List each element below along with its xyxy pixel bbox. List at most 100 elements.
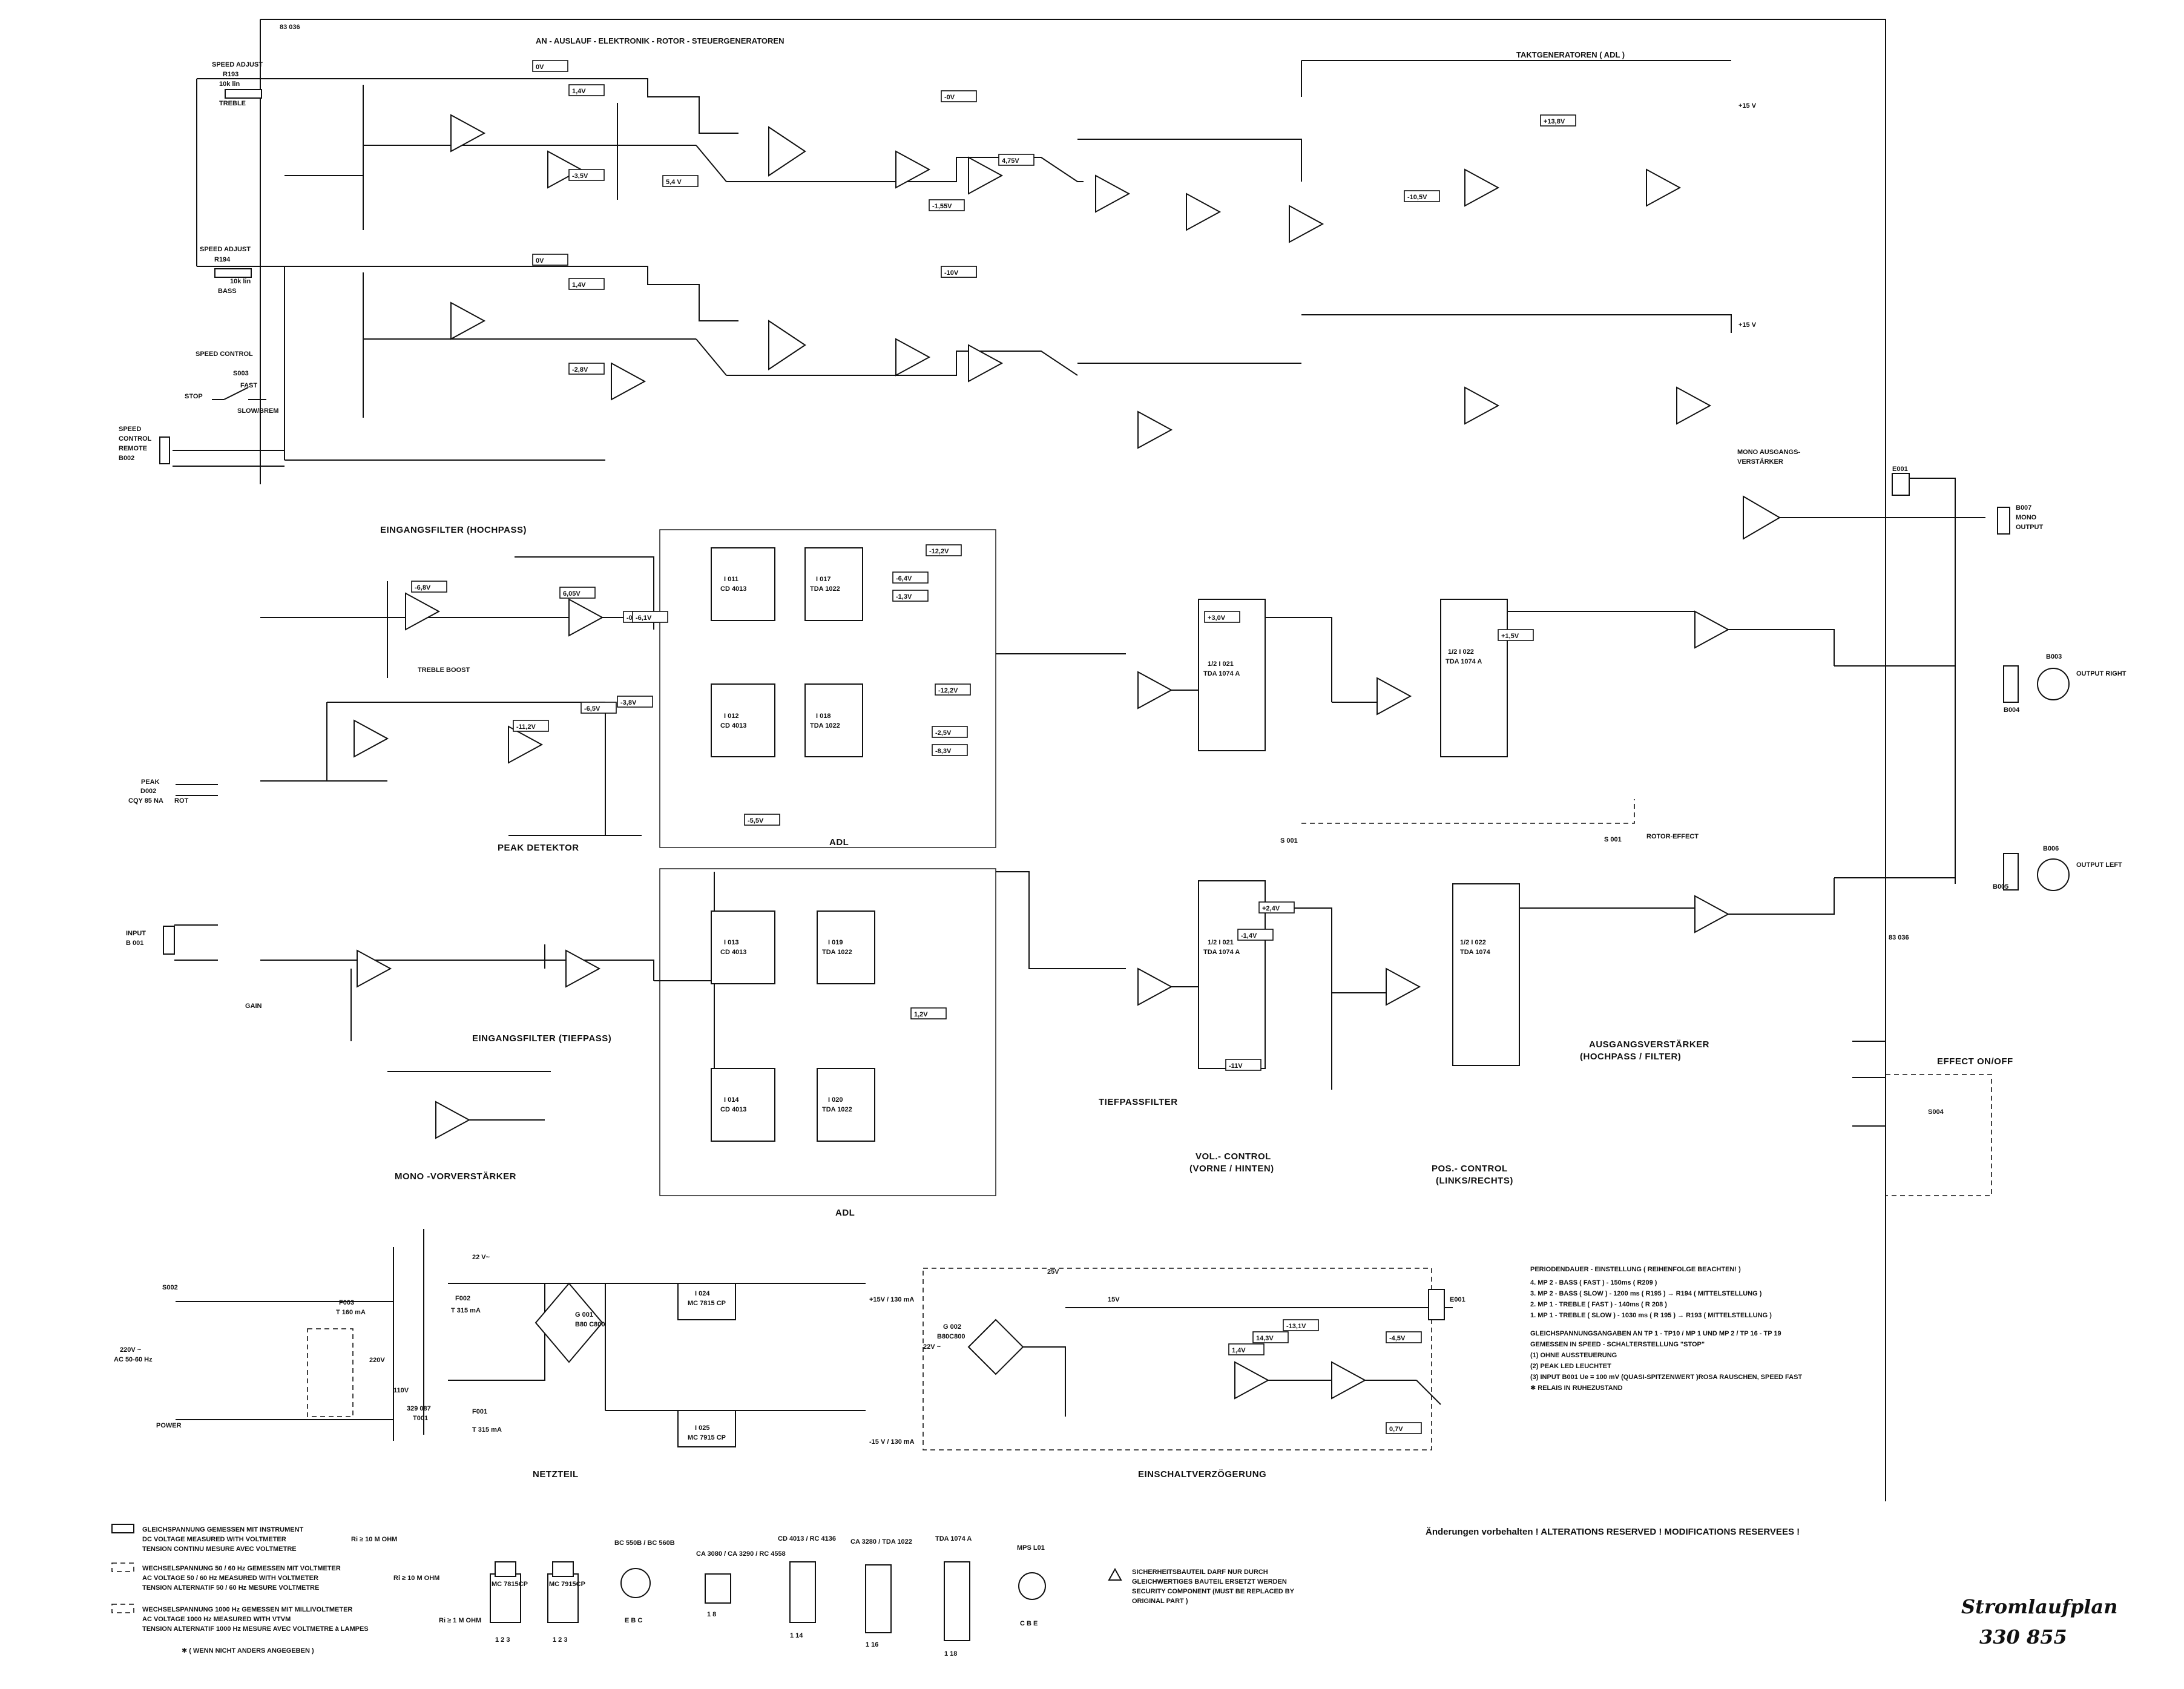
opamp-i016b bbox=[611, 362, 646, 401]
voltage-value: -10V bbox=[944, 269, 959, 277]
svg-text:NETZTEIL: NETZTEIL bbox=[533, 1469, 579, 1480]
voltage-value: -6,4V bbox=[896, 575, 912, 582]
svg-text:T001: T001 bbox=[413, 1415, 428, 1422]
svg-text:I 012: I 012 bbox=[724, 713, 738, 720]
gain-label: GAIN bbox=[245, 1003, 262, 1010]
svg-text:1/2 I 021: 1/2 I 021 bbox=[1208, 660, 1234, 668]
opamp-i023a bbox=[547, 150, 583, 189]
svg-text:CQY 85 NA: CQY 85 NA bbox=[128, 797, 163, 805]
einschaltverzoegerung: G 002 B80C800 22V ~ 25V 15V E001 EINSCHA… bbox=[923, 1268, 1465, 1480]
svg-text:1 2 3: 1 2 3 bbox=[553, 1636, 567, 1644]
voltage-value: -2,8V bbox=[572, 366, 588, 374]
voltage-box bbox=[929, 199, 965, 211]
voltage-value: -12,2V bbox=[938, 687, 958, 694]
svg-text:PEAK: PEAK bbox=[141, 779, 160, 786]
voltage-value: 4,75V bbox=[1002, 157, 1019, 165]
svg-text:D002: D002 bbox=[140, 788, 156, 795]
voltage-value: 0V bbox=[536, 257, 544, 265]
footer-title: Stromlaufplan bbox=[1961, 1595, 2117, 1618]
voltage-value: 0,7V bbox=[1389, 1426, 1403, 1433]
svg-text:S 001: S 001 bbox=[1280, 837, 1298, 844]
svg-text:TENSION CONTINU MESURE AVEC VO: TENSION CONTINU MESURE AVEC VOLTMETRE bbox=[142, 1546, 297, 1553]
svg-text:TIEFPASSFILTER: TIEFPASSFILTER bbox=[1099, 1097, 1178, 1107]
svg-text:I 025: I 025 bbox=[695, 1424, 709, 1432]
svg-text:ORIGINAL PART ): ORIGINAL PART ) bbox=[1132, 1598, 1188, 1605]
svg-text:CD 4013: CD 4013 bbox=[720, 949, 746, 956]
svg-text:B80C800: B80C800 bbox=[937, 1333, 965, 1340]
svg-text:I 011: I 011 bbox=[724, 576, 738, 583]
opamp-i012t bbox=[1137, 410, 1173, 449]
svg-text:1 18: 1 18 bbox=[944, 1650, 957, 1658]
voltage-box bbox=[662, 175, 699, 187]
svg-text:DC VOLTAGE MEASURED WITH VOLTM: DC VOLTAGE MEASURED WITH VOLTMETER bbox=[142, 1536, 286, 1543]
sheet-ref-top: 83 036 bbox=[280, 24, 300, 31]
voltage-box bbox=[1283, 1319, 1319, 1331]
svg-text:(HOCHPASS / FILTER): (HOCHPASS / FILTER) bbox=[1580, 1052, 1681, 1062]
voltage-box bbox=[892, 571, 929, 584]
svg-text:ROT: ROT bbox=[174, 797, 189, 805]
svg-text:S 001: S 001 bbox=[1604, 836, 1622, 843]
voltage-value: -4,5V bbox=[1389, 1335, 1406, 1342]
opamp-i006 bbox=[1095, 174, 1131, 213]
voltage-value: -11V bbox=[1229, 1062, 1243, 1070]
voltage-value: -1,4V bbox=[1241, 932, 1257, 940]
svg-text:TDA 1074: TDA 1074 bbox=[1460, 949, 1491, 956]
svg-text:15V: 15V bbox=[1108, 1296, 1120, 1303]
svg-text:TDA 1022: TDA 1022 bbox=[810, 722, 840, 729]
svg-text:CA 3280 / TDA 1022: CA 3280 / TDA 1022 bbox=[850, 1538, 912, 1546]
opamp-i019b bbox=[968, 344, 1004, 383]
svg-text:CA 3080 / CA 3290 / RC 4558: CA 3080 / CA 3290 / RC 4558 bbox=[696, 1550, 786, 1558]
voltage-box bbox=[1404, 190, 1440, 202]
svg-text:I 017: I 017 bbox=[816, 576, 831, 583]
svg-text:22 V~: 22 V~ bbox=[472, 1254, 490, 1261]
opamp-i018b bbox=[895, 338, 931, 377]
speed-control-switch: SPEED CONTROL S003 FAST STOP SLOW/BREM bbox=[185, 351, 278, 415]
svg-text:TDA 1074 A: TDA 1074 A bbox=[1203, 949, 1240, 956]
svg-text:(3) INPUT B001 Ue = 100 mV (QU: (3) INPUT B001 Ue = 100 mV (QUASI-SPITZE… bbox=[1530, 1374, 1802, 1381]
svg-text:GLEICHWERTIGES BAUTEIL ERSETZT: GLEICHWERTIGES BAUTEIL ERSETZT WERDEN bbox=[1132, 1578, 1287, 1585]
eingangsfilter-tiefpass: EINGANGSFILTER (TIEFPASS) bbox=[260, 872, 715, 1138]
svg-text:G 002: G 002 bbox=[943, 1323, 961, 1331]
svg-text:✱ RELAIS IN RUHEZUSTAND: ✱ RELAIS IN RUHEZUSTAND bbox=[1530, 1384, 1623, 1392]
svg-text:B 001: B 001 bbox=[126, 940, 143, 947]
voltage-value: -6,5V bbox=[584, 705, 600, 713]
opamp-i016 bbox=[768, 126, 806, 177]
svg-text:I 019: I 019 bbox=[828, 939, 843, 946]
voltage-value: 1,4V bbox=[572, 88, 586, 95]
speed-adjust-bass: SPEED ADJUST R194 10k lin BASS bbox=[200, 246, 252, 295]
svg-text:1 16: 1 16 bbox=[866, 1641, 878, 1648]
voltage-box bbox=[892, 590, 929, 602]
svg-text:ADL: ADL bbox=[835, 1208, 855, 1218]
svg-text:PEAK DETEKTOR: PEAK DETEKTOR bbox=[498, 843, 579, 853]
svg-text:Ri ≥ 10 M OHM: Ri ≥ 10 M OHM bbox=[393, 1575, 439, 1582]
svg-text:I 013: I 013 bbox=[724, 939, 738, 946]
svg-text:INPUT: INPUT bbox=[126, 930, 146, 937]
svg-text:B007: B007 bbox=[2016, 504, 2031, 512]
svg-text:Ri ≥ 10 M OHM: Ri ≥ 10 M OHM bbox=[351, 1536, 397, 1543]
svg-text:ADL: ADL bbox=[829, 837, 849, 848]
opamp-i022 bbox=[895, 150, 931, 189]
adl-block-lower: I 013 CD 4013 I 019 TDA 1022 I 014 CD 40… bbox=[659, 868, 996, 1218]
svg-text:+15 V: +15 V bbox=[1738, 102, 1757, 110]
voltage-box bbox=[1386, 1331, 1422, 1343]
svg-text:AC VOLTAGE 1000 Hz MEASURED WI: AC VOLTAGE 1000 Hz MEASURED WITH VTVM bbox=[142, 1616, 291, 1623]
voltage-box bbox=[1252, 1331, 1289, 1343]
svg-text:TDA 1022: TDA 1022 bbox=[822, 949, 852, 956]
svg-text:CD 4013: CD 4013 bbox=[720, 722, 746, 729]
svg-text:110V: 110V bbox=[393, 1387, 409, 1394]
voltage-value: -10,5V bbox=[1407, 194, 1427, 201]
svg-text:GEMESSEN IN SPEED - SCHALTERST: GEMESSEN IN SPEED - SCHALTERSTELLUNG "ST… bbox=[1530, 1341, 1705, 1348]
svg-text:SPEED: SPEED bbox=[119, 426, 141, 433]
svg-text:F001: F001 bbox=[472, 1408, 487, 1415]
svg-text:MC 7915 CP: MC 7915 CP bbox=[688, 1434, 726, 1441]
svg-text:SLOW/BREM: SLOW/BREM bbox=[237, 407, 278, 415]
voltage-box bbox=[998, 154, 1034, 166]
voltage-value: -2,5V bbox=[935, 729, 952, 737]
opamp-i021 bbox=[1186, 193, 1222, 231]
voltage-value: -5,5V bbox=[748, 817, 764, 825]
opamp-i010 bbox=[1676, 386, 1712, 425]
svg-text:E B C: E B C bbox=[625, 1617, 642, 1624]
voltage-value: 6,05V bbox=[563, 590, 581, 598]
peak-detektor: PEAK DETEKTOR bbox=[260, 702, 642, 853]
